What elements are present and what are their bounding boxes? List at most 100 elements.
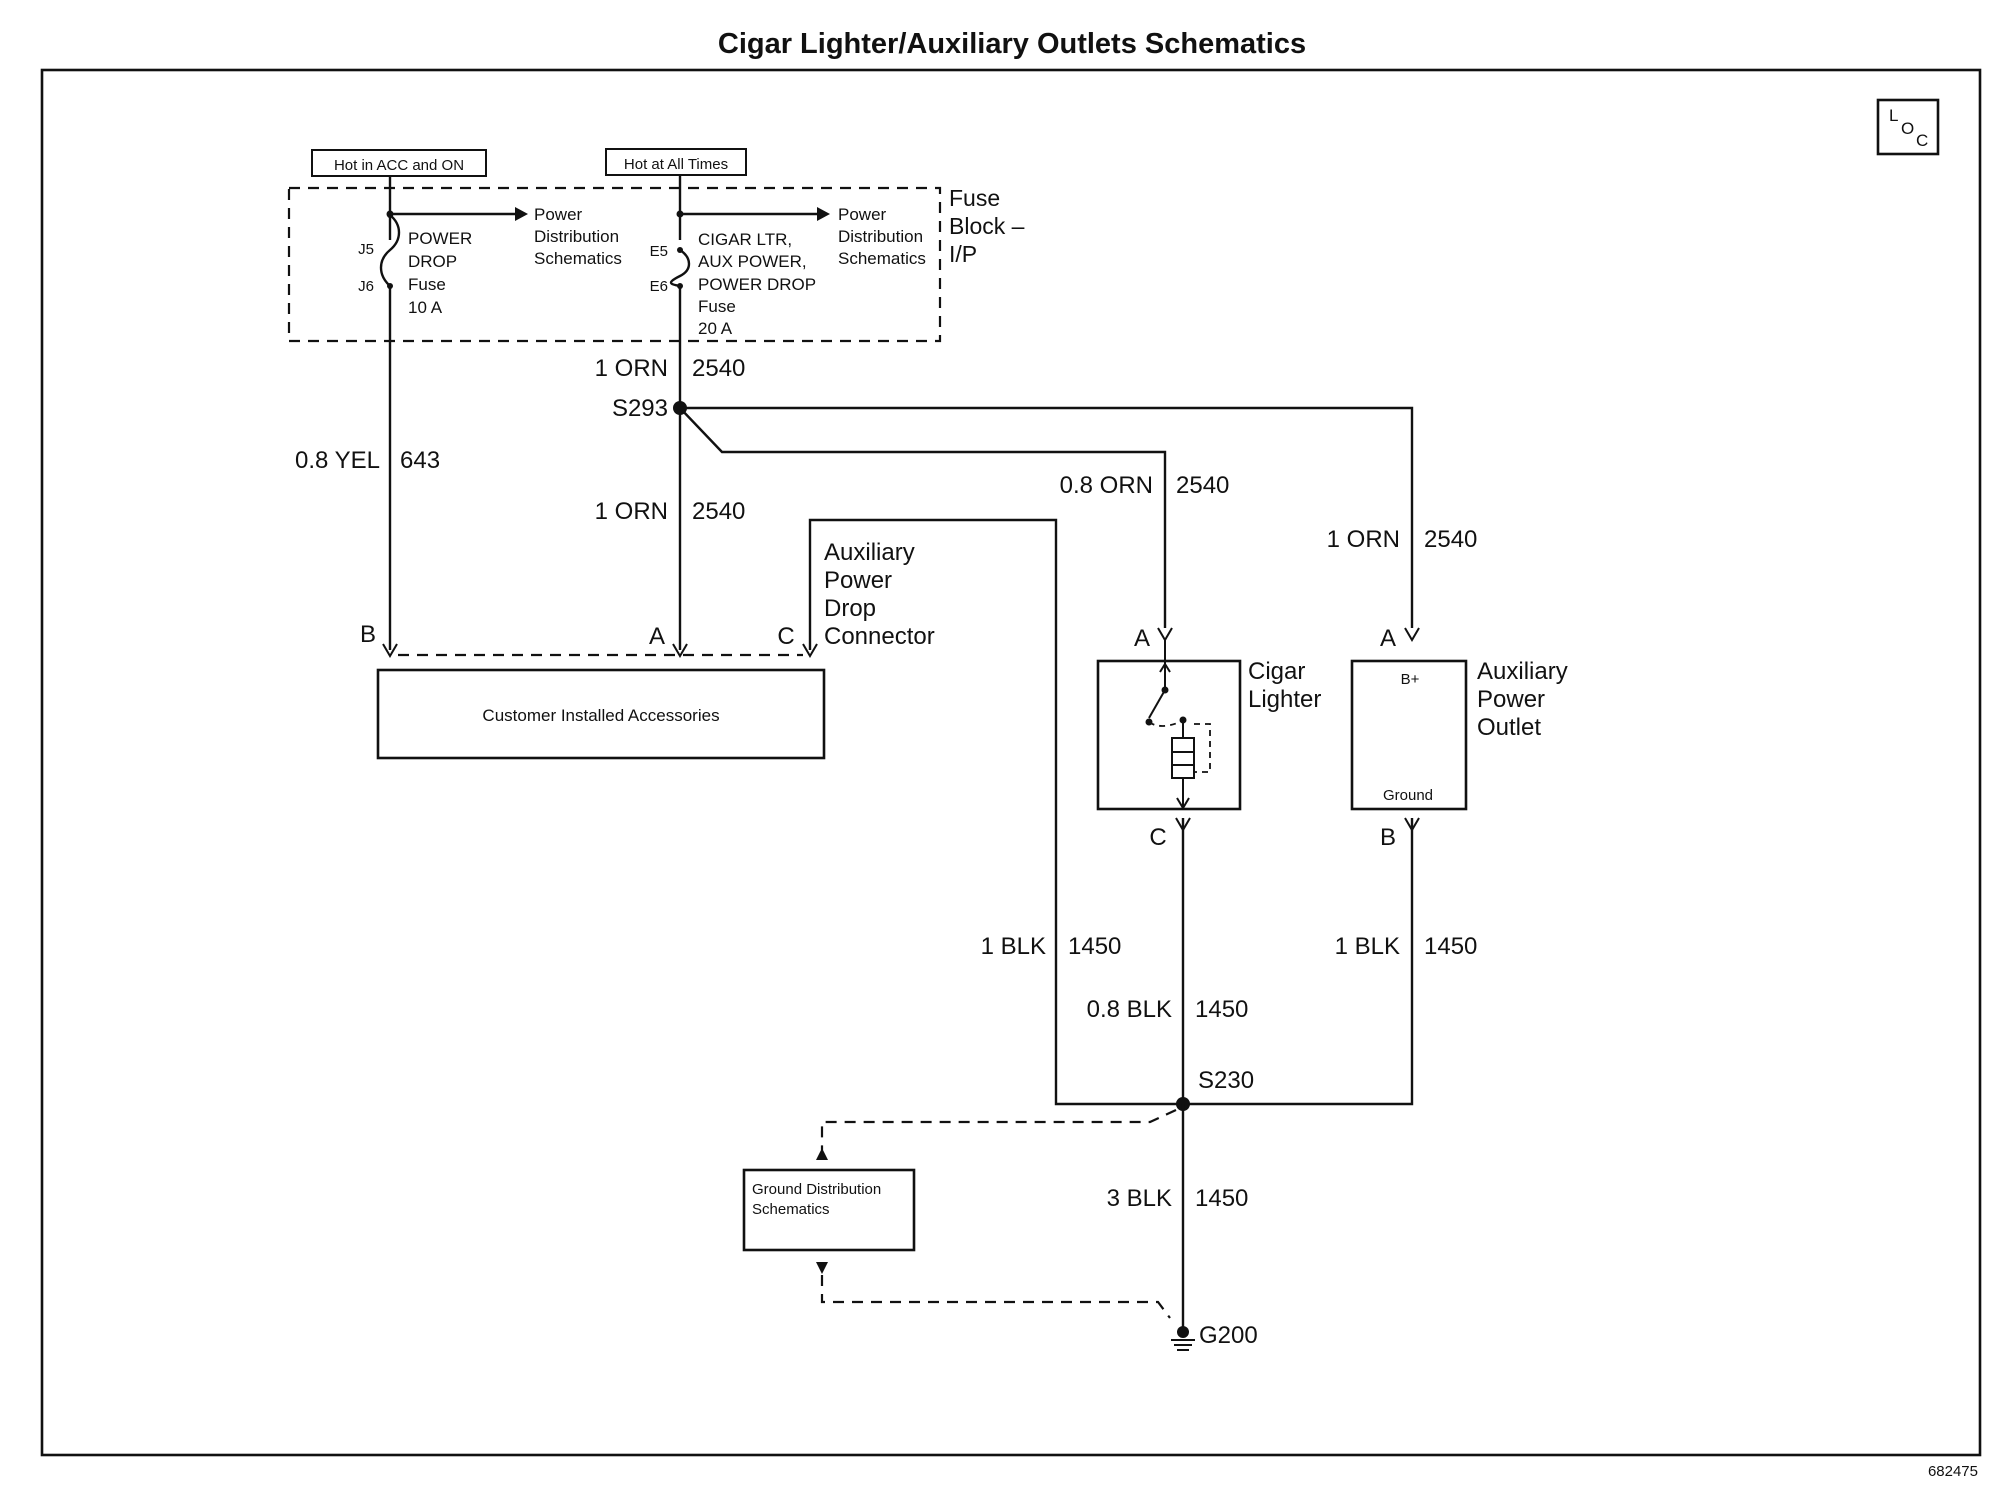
svg-text:2540: 2540 bbox=[1176, 472, 1229, 499]
svg-text:B: B bbox=[1380, 824, 1396, 851]
svg-text:2540: 2540 bbox=[692, 355, 745, 382]
svg-text:Distribution: Distribution bbox=[838, 227, 923, 246]
orn-2540-outlet-wire bbox=[680, 406, 1414, 628]
document-number: 682475 bbox=[1928, 1463, 1978, 1480]
wire-label-ground: 3 BLK 1450 bbox=[1107, 1185, 1249, 1212]
svg-text:DROP: DROP bbox=[408, 252, 457, 271]
svg-text:AUX POWER,: AUX POWER, bbox=[698, 252, 807, 271]
svg-text:Auxiliary: Auxiliary bbox=[824, 539, 915, 566]
svg-text:1 ORN: 1 ORN bbox=[595, 498, 668, 525]
svg-text:C: C bbox=[1916, 131, 1928, 150]
svg-text:E6: E6 bbox=[650, 278, 668, 295]
cigar-lighter: A C Cigar Lighter bbox=[1096, 625, 1321, 851]
svg-text:Ground: Ground bbox=[1383, 787, 1433, 804]
svg-text:Fuse: Fuse bbox=[949, 185, 1000, 211]
svg-text:Cigar: Cigar bbox=[1248, 658, 1305, 685]
svg-text:Hot in ACC and ON: Hot in ACC and ON bbox=[334, 157, 464, 174]
blk-1450-outlet-ground-wire bbox=[1183, 818, 1414, 1106]
svg-text:J6: J6 bbox=[358, 278, 374, 295]
fuse-block-outline bbox=[287, 186, 942, 343]
aux-power-drop-connector: B A C bbox=[360, 621, 818, 658]
svg-text:1450: 1450 bbox=[1195, 1185, 1248, 1212]
svg-text:1 ORN: 1 ORN bbox=[1327, 526, 1400, 553]
wire-label-fuse2-out: 1 ORN 2540 bbox=[595, 355, 746, 382]
svg-text:20 A: 20 A bbox=[698, 319, 733, 338]
aux-power-drop-connector-label: Auxiliary Power Drop Connector bbox=[824, 539, 935, 650]
wire-label-lighter-c: 0.8 BLK 1450 bbox=[1087, 996, 1249, 1023]
svg-text:0.8 ORN: 0.8 ORN bbox=[1060, 472, 1153, 499]
splice-s230-label: S230 bbox=[1198, 1067, 1254, 1094]
wire-label-outlet-b: 1 BLK 1450 bbox=[1335, 933, 1478, 960]
svg-text:G200: G200 bbox=[1199, 1322, 1258, 1349]
svg-text:Fuse: Fuse bbox=[698, 297, 736, 316]
svg-text:1 BLK: 1 BLK bbox=[1335, 933, 1400, 960]
svg-text:1450: 1450 bbox=[1424, 933, 1477, 960]
svg-text:L: L bbox=[1889, 106, 1898, 125]
svg-text:POWER DROP: POWER DROP bbox=[698, 275, 816, 294]
svg-text:10 A: 10 A bbox=[408, 298, 443, 317]
hot-all-times-label: Hot at All Times bbox=[605, 148, 747, 176]
svg-text:1 BLK: 1 BLK bbox=[981, 933, 1046, 960]
blk-1450-connector-ground-wire bbox=[808, 518, 1182, 1106]
svg-text:CIGAR LTR,: CIGAR LTR, bbox=[698, 230, 792, 249]
svg-text:C: C bbox=[1149, 824, 1166, 851]
customer-installed-accessories: Customer Installed Accessories bbox=[376, 668, 826, 760]
power-distribution-ref-2: Power Distribution Schematics bbox=[680, 205, 926, 268]
svg-text:Schematics: Schematics bbox=[838, 249, 926, 268]
svg-text:Fuse: Fuse bbox=[408, 275, 446, 294]
svg-text:A: A bbox=[1380, 625, 1396, 652]
wire-label-conn-a: 1 ORN 2540 bbox=[595, 498, 746, 525]
svg-text:A: A bbox=[649, 623, 665, 650]
svg-text:Schematics: Schematics bbox=[534, 249, 622, 268]
svg-text:Power: Power bbox=[1477, 686, 1545, 713]
svg-text:1450: 1450 bbox=[1068, 933, 1121, 960]
splice-s293-label: S293 bbox=[612, 395, 668, 422]
loc-icon: L O C bbox=[1876, 98, 1940, 156]
svg-text:Block –: Block – bbox=[949, 213, 1025, 239]
svg-text:Outlet: Outlet bbox=[1477, 714, 1541, 741]
wire-label-conn-c-gnd: 1 BLK 1450 bbox=[981, 933, 1122, 960]
svg-text:B+: B+ bbox=[1401, 671, 1420, 688]
svg-text:0.8 BLK: 0.8 BLK bbox=[1087, 996, 1172, 1023]
svg-text:2540: 2540 bbox=[692, 498, 745, 525]
power-distribution-ref-1: Power Distribution Schematics bbox=[390, 205, 622, 268]
svg-text:Connector: Connector bbox=[824, 623, 935, 650]
page-title: Cigar Lighter/Auxiliary Outlets Schemati… bbox=[718, 28, 1306, 60]
svg-text:C: C bbox=[777, 623, 794, 650]
diagram-frame bbox=[40, 68, 1982, 1457]
svg-text:Hot at All Times: Hot at All Times bbox=[624, 156, 728, 173]
svg-text:J5: J5 bbox=[358, 241, 374, 258]
svg-text:Drop: Drop bbox=[824, 595, 876, 622]
svg-text:Distribution: Distribution bbox=[534, 227, 619, 246]
svg-text:Power: Power bbox=[838, 205, 887, 224]
svg-text:Lighter: Lighter bbox=[1248, 686, 1321, 713]
ground-distribution-ref: Ground Distribution Schematics bbox=[742, 1109, 1177, 1319]
svg-text:643: 643 bbox=[400, 447, 440, 474]
svg-text:Customer Installed Accessories: Customer Installed Accessories bbox=[482, 706, 719, 725]
svg-text:A: A bbox=[1134, 625, 1150, 652]
wire-label-yel-643: 0.8 YEL 643 bbox=[295, 447, 440, 474]
wire-label-outlet-a: 1 ORN 2540 bbox=[1327, 526, 1478, 553]
ground-g200: G200 bbox=[1171, 1322, 1258, 1351]
svg-text:0.8 YEL: 0.8 YEL bbox=[295, 447, 380, 474]
auxiliary-power-outlet: A B+ Ground B Auxiliary Power Outlet bbox=[1350, 625, 1568, 851]
svg-text:O: O bbox=[1901, 119, 1914, 138]
svg-text:1 ORN: 1 ORN bbox=[595, 355, 668, 382]
svg-text:I/P: I/P bbox=[949, 241, 977, 267]
svg-text:E5: E5 bbox=[650, 243, 668, 260]
cigar-ltr-fuse: E5 E6 CIGAR LTR, AUX POWER, POWER DROP F… bbox=[650, 176, 816, 338]
svg-text:3 BLK: 3 BLK bbox=[1107, 1185, 1172, 1212]
svg-text:Schematics: Schematics bbox=[752, 1201, 830, 1218]
svg-text:POWER: POWER bbox=[408, 229, 472, 248]
svg-text:Power: Power bbox=[534, 205, 583, 224]
fuse-block-label: Fuse Block – I/P bbox=[949, 185, 1025, 267]
orn-2540-lighter-wire bbox=[679, 407, 1167, 628]
svg-text:B: B bbox=[360, 621, 376, 648]
svg-text:2540: 2540 bbox=[1424, 526, 1477, 553]
svg-text:Power: Power bbox=[824, 567, 892, 594]
svg-text:1450: 1450 bbox=[1195, 996, 1248, 1023]
svg-text:Auxiliary: Auxiliary bbox=[1477, 658, 1568, 685]
hot-acc-on-label: Hot in ACC and ON bbox=[311, 149, 487, 177]
wire-label-lighter-a: 0.8 ORN 2540 bbox=[1060, 472, 1230, 499]
